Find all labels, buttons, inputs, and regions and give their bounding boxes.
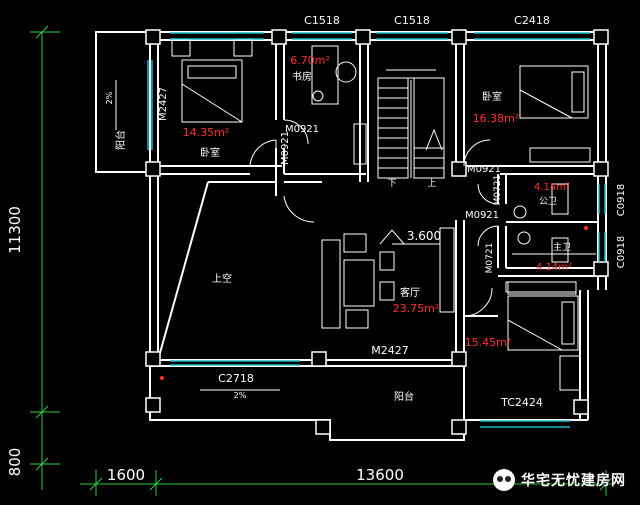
wechat-icon bbox=[493, 469, 515, 491]
window-label-c0918-b: C0918 bbox=[616, 236, 627, 268]
window-label-c2718: C2718 bbox=[218, 372, 254, 385]
door-label-m0721-b: M0721 bbox=[485, 243, 495, 274]
dim-height-bottom: 800 bbox=[6, 448, 24, 477]
room-name-bedroom-ne: 卧室 bbox=[482, 90, 502, 103]
room-name-balcony-s: 阳台 bbox=[394, 390, 414, 403]
door-label-m0721-a: M0721 bbox=[493, 175, 503, 206]
dim-width-main: 13600 bbox=[356, 466, 404, 484]
area-bedroom-se: 15.45m² bbox=[465, 336, 512, 349]
door-label-m0921-d: M0921 bbox=[465, 210, 499, 221]
area-bedroom-ne: 16.38m² bbox=[473, 112, 520, 125]
door-label-m0921-a: M0921 bbox=[285, 124, 319, 135]
room-name-study: 书房 bbox=[292, 70, 312, 83]
dim-width-left: 1600 bbox=[107, 466, 145, 484]
slope-label-w: 2% bbox=[105, 91, 114, 104]
windows bbox=[147, 32, 606, 428]
staircase bbox=[377, 69, 445, 179]
doors bbox=[249, 119, 499, 317]
dim-height-total: 11300 bbox=[6, 206, 24, 254]
watermark-text: 华宅无忧建房网 bbox=[521, 473, 626, 489]
stair-up-label: 上 bbox=[427, 178, 436, 189]
door-label-m0921-c: M0921 bbox=[467, 164, 501, 175]
window-label-c2418: C2418 bbox=[514, 14, 550, 27]
columns bbox=[145, 29, 609, 435]
window-label-c1518-a: C1518 bbox=[304, 14, 340, 27]
dimension-lines bbox=[30, 25, 613, 496]
level-marker bbox=[379, 229, 440, 245]
stair-down-label: 下 bbox=[387, 179, 396, 189]
door-label-m2427-living: M2427 bbox=[371, 344, 409, 357]
window-label-c1518-b: C1518 bbox=[394, 14, 430, 27]
window-label-c0918-a: C0918 bbox=[616, 184, 627, 216]
slope-label-s: 2% bbox=[234, 391, 247, 400]
room-name-bedroom-nw: 卧室 bbox=[200, 146, 220, 159]
room-name-bath-1: 公卫 bbox=[539, 196, 557, 207]
slope-arrows bbox=[115, 80, 280, 391]
level-label: 3.600 bbox=[407, 229, 441, 243]
room-name-living: 客厅 bbox=[400, 286, 420, 299]
room-name-void: 上空 bbox=[212, 272, 232, 285]
furniture bbox=[171, 39, 596, 391]
area-bedroom-nw: 14.35m² bbox=[183, 126, 230, 139]
room-name-balcony-w: 阳台 bbox=[114, 130, 127, 150]
room-name-bath-2: 主卫 bbox=[553, 241, 571, 253]
area-bath-1: 4.14m² bbox=[534, 182, 570, 193]
markers bbox=[160, 226, 588, 380]
door-label-m2427-bedroom: M2427 bbox=[158, 87, 169, 121]
watermark: 华宅无忧建房网 bbox=[493, 469, 626, 491]
area-bath-2: 4.14m² bbox=[536, 262, 572, 273]
window-label-tc2424: TC2424 bbox=[500, 396, 543, 409]
area-living: 23.75m² bbox=[393, 302, 440, 315]
door-label-m0921-b: M0921 bbox=[280, 131, 291, 165]
area-study: 6.70m² bbox=[290, 54, 330, 67]
